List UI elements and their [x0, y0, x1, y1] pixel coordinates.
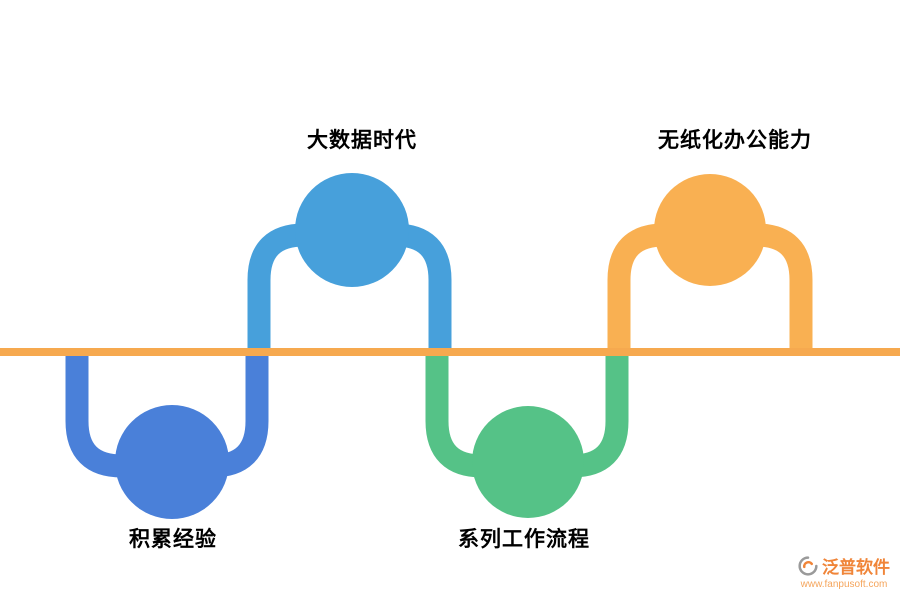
- watermark-url: www.fanpusoft.com: [800, 579, 888, 590]
- watermark: 泛普软件 www.fanpusoft.com: [798, 553, 890, 590]
- circle-node-1: [115, 405, 229, 519]
- node-label-3: 系列工作流程: [458, 528, 590, 551]
- baseline: [0, 348, 900, 356]
- node-label-4: 无纸化办公能力: [658, 129, 812, 152]
- circle-node-2: [295, 173, 409, 287]
- node-label-2: 大数据时代: [307, 129, 417, 152]
- circle-node-4: [654, 174, 766, 286]
- watermark-brand-text: 泛普软件: [822, 558, 890, 577]
- node-label-1: 积累经验: [129, 528, 217, 551]
- circle-node-3: [472, 406, 584, 518]
- fanpu-logo-icon: [798, 555, 818, 576]
